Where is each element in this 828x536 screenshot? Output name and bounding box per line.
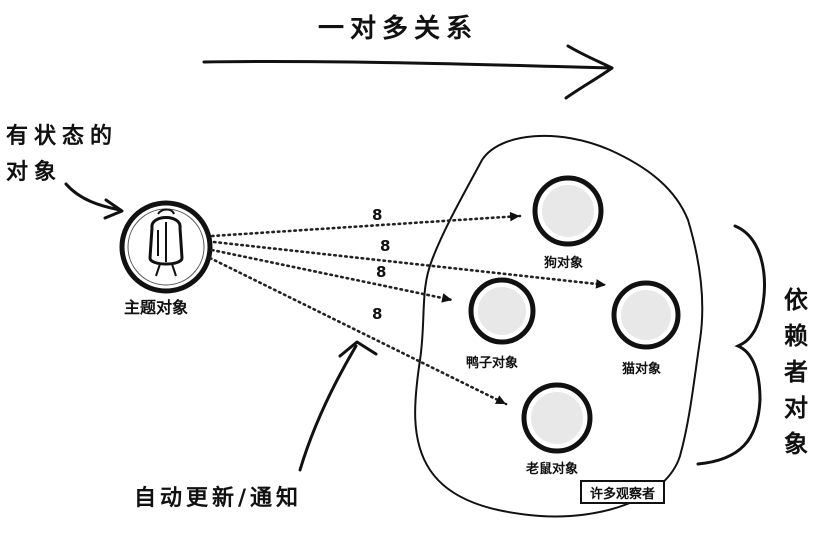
arrow-to-dog-head <box>509 211 520 222</box>
stateful-note-line2: 对象 <box>6 160 63 185</box>
diagram-title: 一对多关系 <box>318 14 479 44</box>
subject-label: 主题对象 <box>124 298 189 317</box>
dependent-label-duck: 鸭子对象 <box>466 356 519 371</box>
subject-object <box>119 200 213 294</box>
dependent-circles <box>468 175 681 454</box>
arrow-to-dog-line <box>210 214 522 238</box>
dependents-brace <box>696 224 766 466</box>
stateful-note-arrow <box>64 182 122 212</box>
dependent-cat-fill <box>621 290 671 340</box>
arrow-value-1: 8 <box>372 206 383 224</box>
arrow-to-duck-head <box>441 293 452 303</box>
one-to-many-arrow <box>202 44 614 100</box>
arrow-to-mouse-head <box>495 395 506 404</box>
dependent-dog-fill <box>542 185 594 237</box>
arrow-to-duck-line <box>210 248 454 302</box>
observers-badge: 许多观察者 <box>580 480 666 504</box>
dependent-label-dog: 狗对象 <box>544 256 584 271</box>
arrow-value-4: 8 <box>372 305 383 323</box>
auto-update-note: 自动更新/通知 <box>134 486 303 511</box>
dependent-duck-fill <box>478 287 526 335</box>
dependents-note: 依赖者对象 <box>784 286 808 458</box>
dependent-label-mouse: 老鼠对象 <box>526 462 579 477</box>
arrow-value-3: 8 <box>376 263 387 281</box>
dependent-mouse-fill <box>531 392 583 444</box>
arrow-value-2: 8 <box>380 237 391 255</box>
arrow-to-mouse-line <box>208 256 508 406</box>
arrow-to-cat-head <box>595 279 606 289</box>
stateful-note-line1: 有状态的 <box>6 124 119 149</box>
arrow-to-cat-line <box>212 240 608 287</box>
notification-arrows <box>208 211 608 406</box>
auto-update-arrow <box>298 344 358 472</box>
dependent-label-cat: 猫对象 <box>622 362 662 377</box>
